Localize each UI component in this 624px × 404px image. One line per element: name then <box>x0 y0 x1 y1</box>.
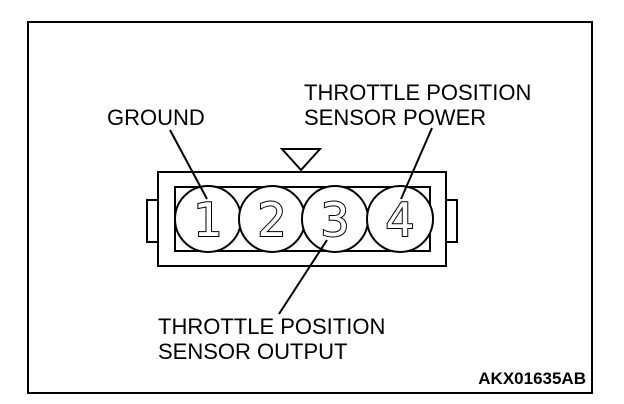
tps-power-leader-line <box>400 127 433 200</box>
pin-3-number: 3 <box>320 193 349 247</box>
tps-output-label-line2: SENSOR OUTPUT <box>158 339 347 364</box>
pin-1-number: 1 <box>193 193 222 247</box>
ground-label: GROUND <box>107 105 205 130</box>
pin-4-circle <box>366 185 434 253</box>
ground-leader-line <box>169 129 208 200</box>
pin-4-number: 4 <box>385 193 414 247</box>
tps-output-label-line1: THROTTLE POSITION <box>158 314 385 339</box>
tps-power-label-line1: THROTTLE POSITION <box>304 80 531 105</box>
tps-output-leader-line <box>278 239 328 315</box>
figure-code: AKX01635AB <box>478 369 586 388</box>
orientation-triangle <box>279 148 323 172</box>
pin-2-number: 2 <box>257 193 286 247</box>
tps-power-label-line2: SENSOR POWER <box>304 105 486 130</box>
